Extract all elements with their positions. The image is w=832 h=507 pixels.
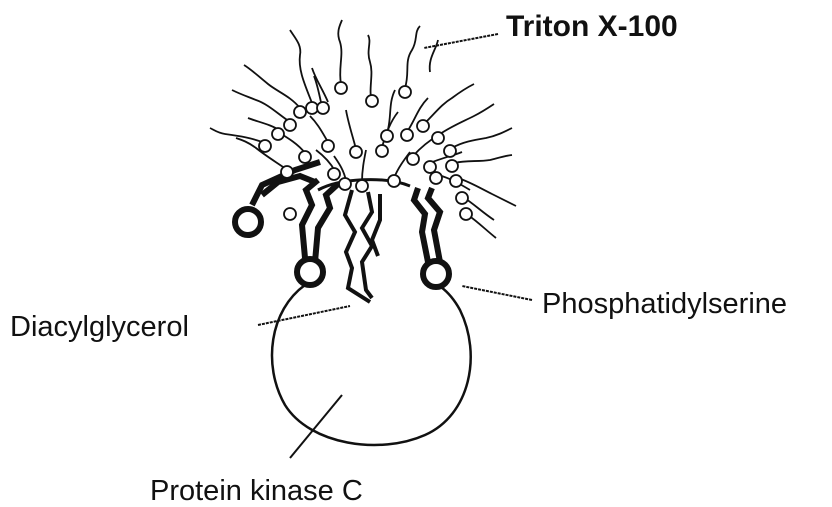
- phosphatidylserine-label: Phosphatidylserine: [542, 288, 787, 320]
- triton-leader-line: [424, 34, 498, 48]
- phosphatidylserine-heads: [235, 209, 449, 287]
- pkc-leader-line: [290, 395, 342, 458]
- protein-kinase-c-body: [272, 282, 471, 445]
- triton-tails: [210, 20, 516, 238]
- diacylglycerol-label: Diacylglycerol: [10, 311, 189, 343]
- protein-kinase-c-label: Protein kinase C: [150, 475, 363, 507]
- phosphatidylserine-leader-line: [462, 286, 532, 300]
- diacylglycerol-leader-line: [258, 306, 350, 325]
- triton-label: Triton X-100: [506, 10, 678, 43]
- diacylglycerol-molecule: [345, 190, 380, 302]
